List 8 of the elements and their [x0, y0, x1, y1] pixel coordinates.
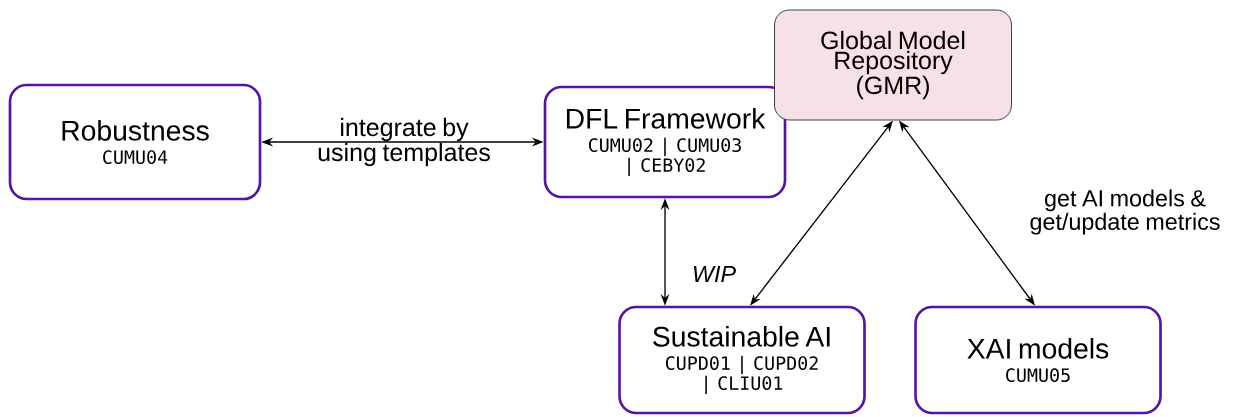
repository-box: Global Model Repository (GMR) [774, 9, 1012, 121]
component-box: Robustness CUMU04 [8, 83, 262, 201]
edge-label: get AI models & get/update metrics [1030, 189, 1220, 235]
edge-label: integrate by using templates [318, 117, 490, 167]
edge-label: WIP [694, 266, 736, 283]
component-box: DFL Framework CUMU02 | CUMU03 | CEBY02 [543, 85, 787, 199]
component-box: Sustainable AI CUPD01 | CUPD02 | CLIU01 [618, 305, 866, 415]
component-box: XAI models CUMU05 [914, 305, 1162, 415]
